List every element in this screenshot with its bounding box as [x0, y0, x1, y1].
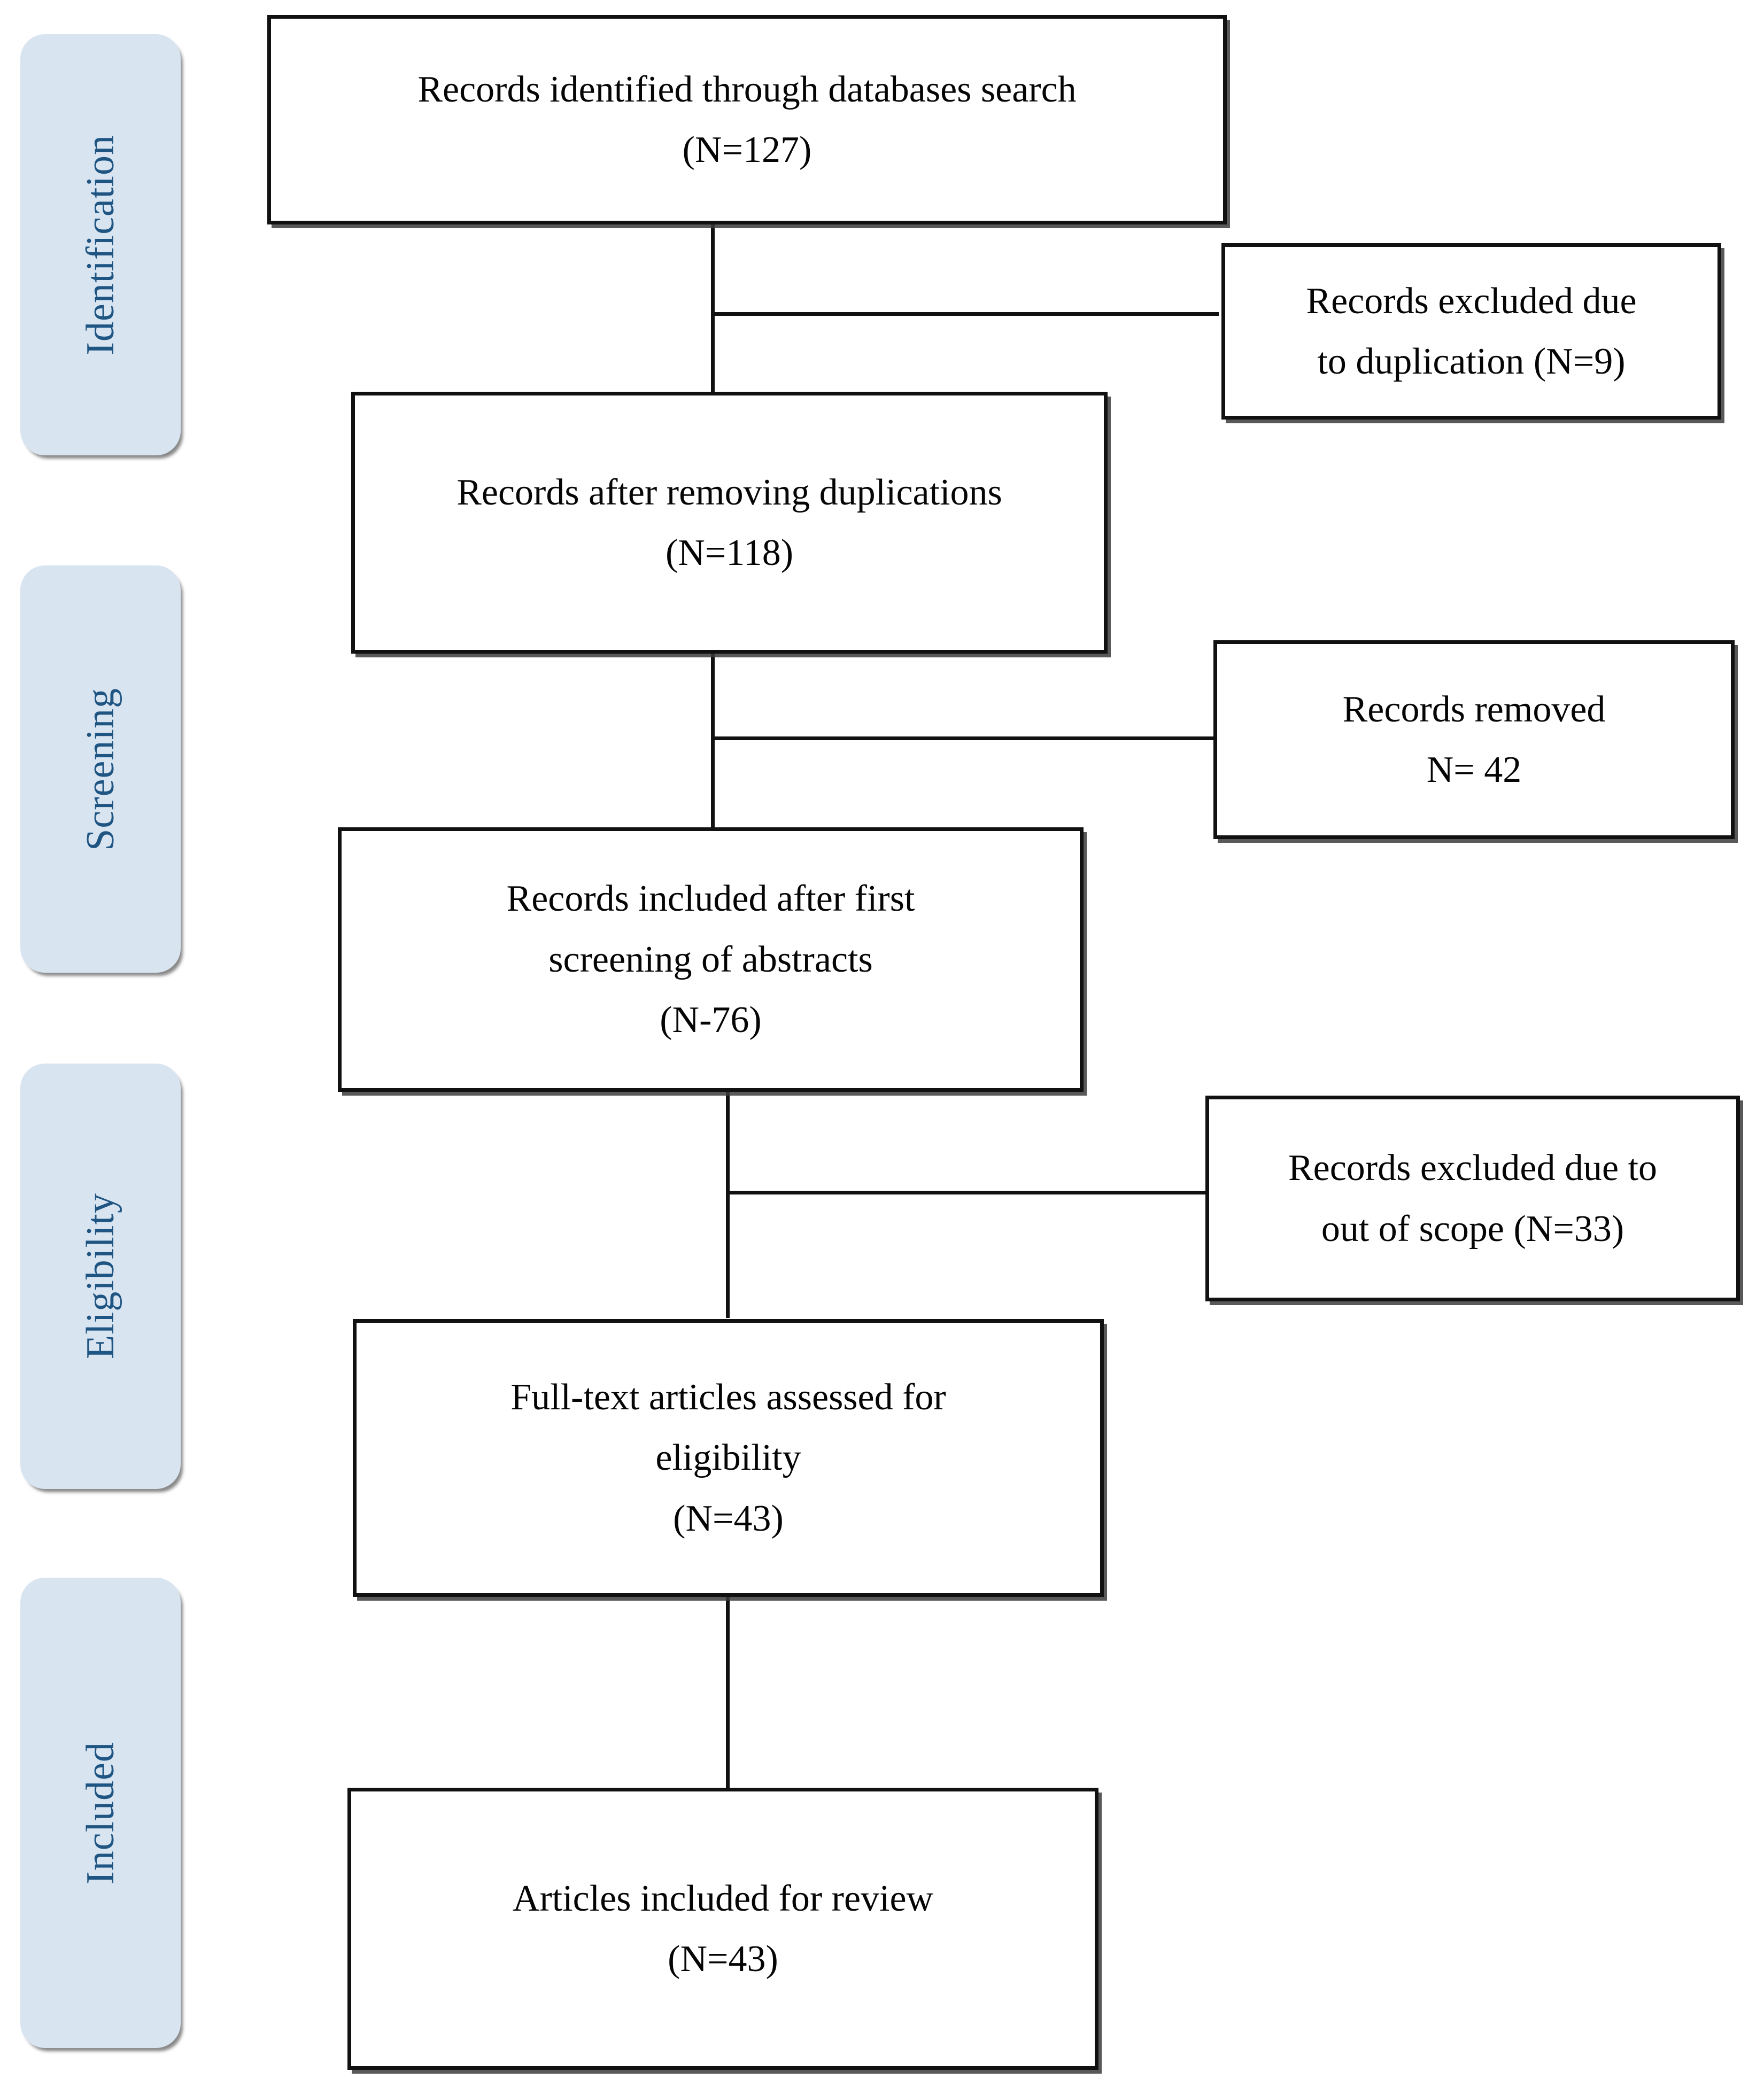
exclusion-box-line: out of scope (N=33) [1321, 1208, 1624, 1250]
stage-label-identification: Identification [78, 134, 122, 355]
exclusion-box-line: to duplication (N=9) [1317, 341, 1626, 382]
exclusion-box-line: Records removed [1342, 688, 1606, 730]
flow-box-line: (N=43) [668, 1938, 778, 1980]
flow-box-full-text-assessed: Full-text articles assessed for eligibil… [353, 1319, 1104, 1597]
stage-label-screening: Screening [78, 687, 122, 851]
flow-box-line: Records included after first [506, 878, 915, 920]
flow-box-line: (N-76) [660, 999, 762, 1041]
exclusion-box-records-removed: Records removed N= 42 [1213, 640, 1735, 839]
flow-box-line: Records identified through databases sea… [417, 68, 1077, 110]
connector-branch-to-records-removed [711, 736, 1216, 740]
stage-pill-identification: Identification [20, 34, 181, 455]
stage-label-included: Included [78, 1741, 122, 1884]
flow-box-articles-included: Articles included for review (N=43) [347, 1788, 1098, 2070]
connector-full-text-to-included [726, 1595, 730, 1788]
exclusion-box-line: Records excluded due [1306, 280, 1637, 322]
stage-pill-eligibility: Eligibility [20, 1064, 181, 1489]
flow-box-records-after-duplicates: Records after removing duplications (N=1… [351, 392, 1108, 654]
flow-box-line: Full-text articles assessed for [510, 1376, 946, 1418]
flow-box-line: (N=127) [682, 129, 812, 170]
flow-box-records-after-first-screening: Records included after first screening o… [338, 827, 1084, 1092]
flow-box-line: (N=43) [673, 1498, 784, 1539]
flow-box-records-identified: Records identified through databases sea… [267, 15, 1227, 224]
flow-box-line: screening of abstracts [548, 938, 873, 980]
exclusion-box-line: Records excluded due to [1288, 1147, 1658, 1189]
connector-identified-to-after-duplicates [711, 223, 715, 394]
connector-first-screening-to-full-text [726, 1088, 730, 1318]
stage-pill-included: Included [20, 1578, 181, 2048]
flow-box-line: Articles included for review [512, 1878, 934, 1919]
connector-branch-to-excluded-scope [726, 1191, 1207, 1194]
exclusion-box-excluded-out-of-scope: Records excluded due to out of scope (N=… [1205, 1096, 1740, 1301]
stage-pill-screening: Screening [20, 565, 181, 973]
exclusion-box-line: N= 42 [1426, 749, 1522, 790]
exclusion-box-excluded-duplication: Records excluded due to duplication (N=9… [1221, 243, 1721, 420]
stage-label-eligibility: Eligibility [78, 1193, 122, 1360]
flow-box-line: Records after removing duplications [457, 471, 1002, 513]
connector-branch-to-excluded-duplication [711, 312, 1219, 316]
flow-box-line: (N=118) [665, 532, 794, 573]
flow-box-line: eligibility [655, 1437, 801, 1479]
